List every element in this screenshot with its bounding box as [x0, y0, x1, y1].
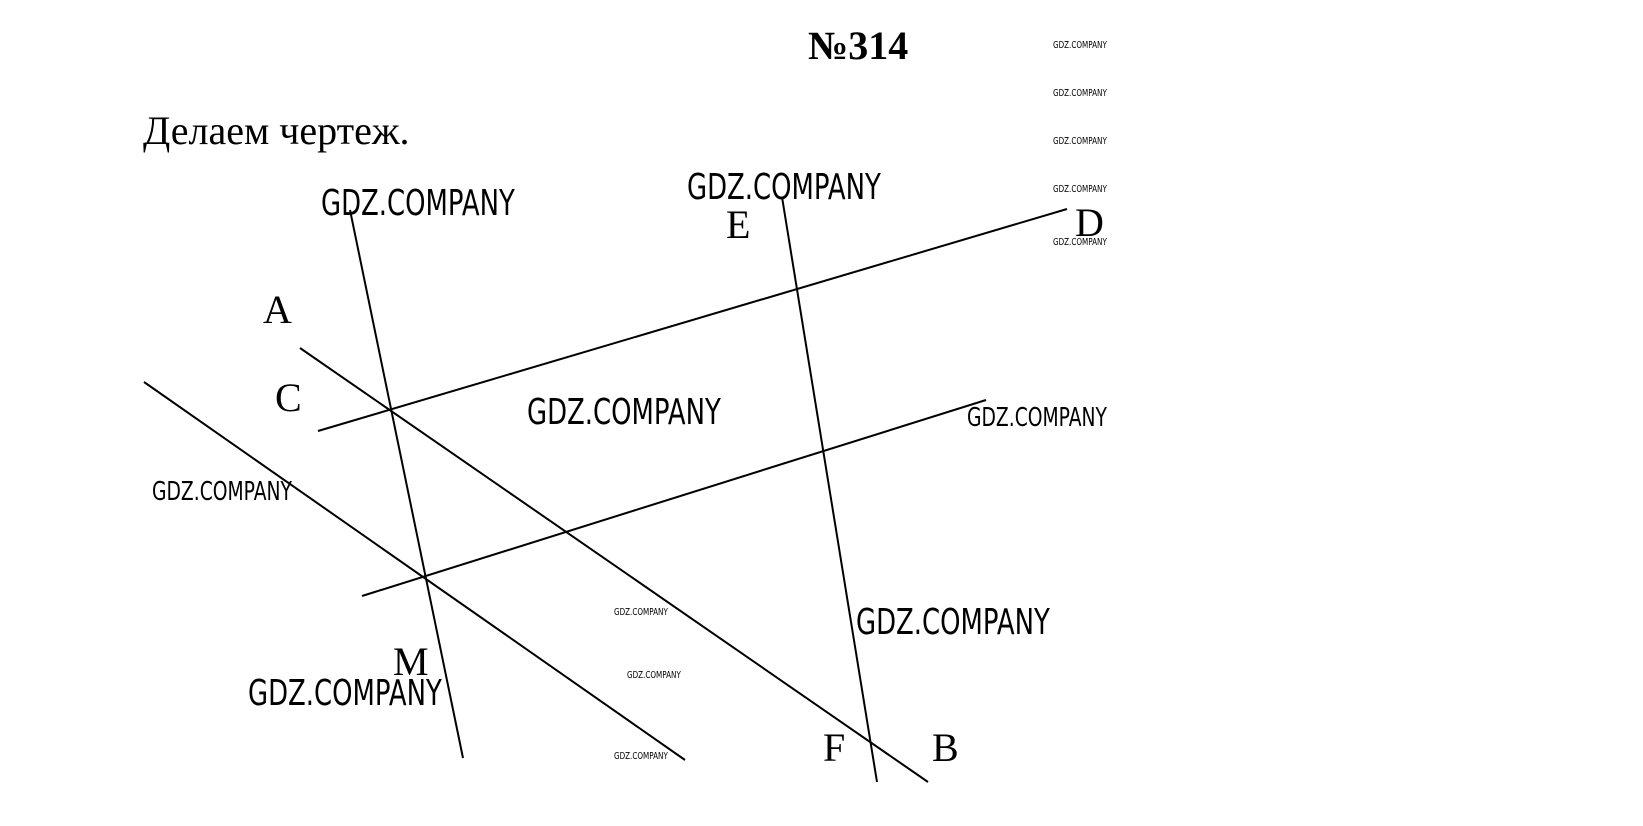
watermark: GDZ.COMPANY [321, 183, 515, 224]
watermark: GDZ.COMPANY [527, 392, 721, 433]
watermark: GDZ.COMPANY [1053, 237, 1107, 248]
watermark: GDZ.COMPANY [1053, 184, 1107, 195]
point-label-b: B [932, 725, 959, 770]
point-label-e: E [726, 202, 751, 247]
point-label-c: C [275, 375, 302, 420]
watermark: GDZ.COMPANY [967, 403, 1107, 433]
line-ef [781, 196, 878, 783]
watermark: GDZ.COMPANY [248, 673, 442, 714]
watermark: GDZ.COMPANY [1053, 88, 1107, 99]
watermark: GDZ.COMPANY [627, 670, 681, 681]
point-label-f: F [823, 725, 846, 770]
problem-number: №314 [808, 23, 909, 68]
watermark: GDZ.COMPANY [614, 751, 668, 762]
line-through-m [349, 209, 464, 759]
point-label-a: A [263, 287, 292, 332]
point-label-d: D [1075, 200, 1104, 245]
line-cd [317, 208, 1068, 432]
watermark: GDZ.COMPANY [687, 167, 881, 208]
watermark: GDZ.COMPANY [614, 607, 668, 618]
watermark: GDZ.COMPANY [152, 477, 292, 507]
line-ab [299, 347, 929, 783]
watermark: GDZ.COMPANY [1053, 40, 1107, 51]
watermark: GDZ.COMPANY [856, 602, 1050, 643]
line-m-parallel-to-ab [143, 381, 686, 761]
problem-text: Делаем чертеж. [143, 108, 410, 153]
point-label-m: M [393, 639, 429, 684]
watermark: GDZ.COMPANY [1053, 136, 1107, 147]
line-m-parallel-to-cd [361, 399, 987, 597]
